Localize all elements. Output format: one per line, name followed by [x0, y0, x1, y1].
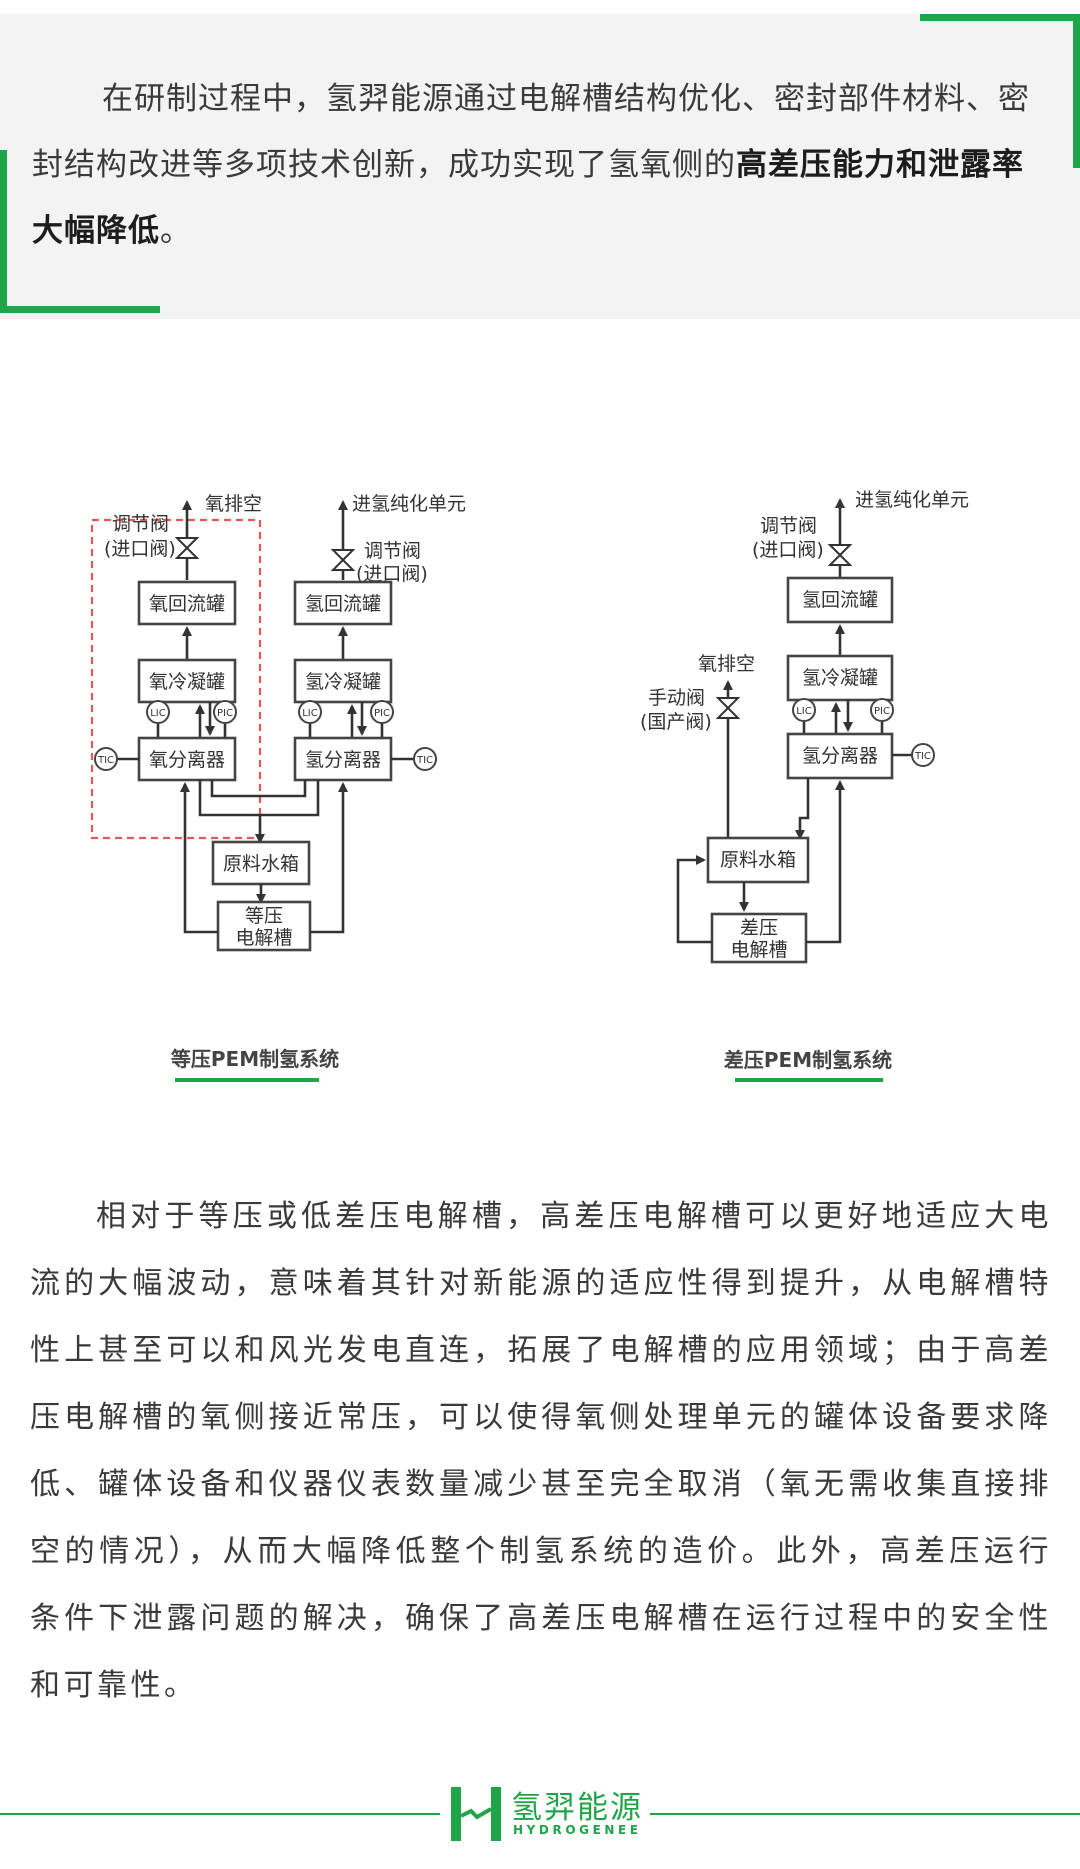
callout-text: 在研制过程中，氢羿能源通过电解槽结构优化、密封部件材料、密封结构改进等多项技术创… — [32, 66, 1052, 264]
oxygen-side-frame — [90, 518, 262, 840]
right-h2-valve-label-1: 调节阀 — [760, 515, 817, 537]
left-electrolyzer — [216, 900, 312, 952]
left-o2-tic-label: TIC — [97, 755, 114, 766]
right-pic-instrument — [870, 698, 894, 722]
left-o2-lic-label: LIC — [150, 708, 166, 719]
right-h2-condenser-label: 氢冷凝罐 — [802, 667, 878, 689]
electrolyzer-to-o2-separator — [180, 782, 218, 934]
h2-separator — [293, 736, 393, 782]
footer-line-right — [650, 1813, 1080, 1815]
right-pic-label: PIC — [874, 706, 890, 717]
right-manual-valve-label-2: (国产阀) — [640, 711, 712, 733]
left-diagram: 氧排空 调节阀 (进口阀) 氧回流罐 氧冷凝罐 LIC PIC 氧分离器 TIC… — [90, 493, 466, 952]
brand-logo-icon — [451, 1787, 501, 1841]
right-electrolyzer-to-h2-separator — [806, 780, 845, 944]
electrolyzer-to-h2-separator — [310, 782, 348, 934]
callout-corner-top-right — [920, 14, 1080, 168]
left-h2-condenser-label: 氢冷凝罐 — [305, 671, 381, 693]
left-diagram-caption: 等压PEM制氢系统 — [170, 1047, 340, 1071]
h2-tic-instrument — [413, 747, 437, 771]
right-tic-label: TIC — [914, 751, 931, 762]
manual-valve-icon — [715, 697, 741, 719]
footer-brand-en: HYDROGENEE — [513, 1823, 642, 1837]
left-electrolyzer-label-2: 电解槽 — [235, 927, 292, 949]
right-diagram: 进氢纯化单元 调节阀 (进口阀) 氢回流罐 氢冷凝罐 LIC PIC 氢分离器 … — [640, 489, 969, 964]
left-h2-lic-label: LIC — [302, 708, 318, 719]
right-electrolyzer-label-2: 电解槽 — [730, 939, 787, 961]
separator-link-upper — [210, 780, 307, 798]
right-separator-to-water-tank — [795, 778, 810, 840]
h2-control-valve-icon — [330, 549, 356, 571]
o2-control-valve-icon — [174, 537, 200, 559]
left-o2-condenser-label: 氧冷凝罐 — [149, 671, 225, 693]
callout-box — [0, 14, 1080, 319]
callout-text-end: 。 — [160, 213, 192, 249]
right-diagram-caption: 差压PEM制氢系统 — [723, 1048, 893, 1072]
right-lic-instrument — [792, 698, 816, 722]
right-o2-vent-label: 氧排空 — [698, 653, 755, 675]
h2-reflux-tank — [293, 580, 393, 626]
left-o2-valve-label-2: (进口阀) — [104, 538, 176, 560]
o2-condenser — [137, 658, 237, 704]
right-h2-separator — [786, 732, 894, 780]
left-water-tank-label: 原料水箱 — [223, 853, 299, 875]
right-water-tank — [706, 836, 810, 884]
right-h2-purification-label: 进氢纯化单元 — [855, 489, 969, 511]
right-lic-label: LIC — [796, 706, 812, 717]
left-o2-vent-label: 氧排空 — [205, 493, 262, 515]
left-o2-reflux-label: 氧回流罐 — [149, 593, 225, 615]
left-h2-pic-label: PIC — [374, 708, 390, 719]
left-o2-valve-label-1: 调节阀 — [112, 513, 169, 535]
right-tic-instrument — [911, 743, 935, 767]
callout-text-bold: 高差压能力和泄露率大幅降低 — [32, 147, 1024, 249]
right-manual-valve-label-1: 手动阀 — [648, 687, 705, 709]
o2-lic-instrument — [146, 700, 170, 724]
h2-condenser — [293, 658, 393, 704]
left-h2-separator-label: 氢分离器 — [305, 749, 381, 771]
left-h2-valve-label-2: (进口阀) — [356, 563, 428, 585]
pem-system-diagrams: 氧排空 调节阀 (进口阀) 氧回流罐 氧冷凝罐 LIC PIC 氧分离器 TIC… — [90, 489, 969, 964]
right-water-tank-label: 原料水箱 — [720, 849, 796, 871]
footer-line-left — [0, 1813, 440, 1815]
right-h2-reflux-label: 氢回流罐 — [802, 589, 878, 611]
left-h2-purification-label: 进氢纯化单元 — [352, 493, 466, 515]
callout-text-normal: 在研制过程中，氢羿能源通过电解槽结构优化、密封部件材料、密封结构改进等多项技术创… — [32, 81, 1030, 183]
left-h2-reflux-label: 氢回流罐 — [305, 593, 381, 615]
left-o2-separator-label: 氧分离器 — [149, 749, 225, 771]
o2-tic-instrument — [94, 747, 118, 771]
o2-reflux-tank — [137, 580, 237, 626]
left-h2-tic-label: TIC — [416, 755, 433, 766]
right-caption-underline — [735, 1078, 883, 1082]
right-h2-separator-label: 氢分离器 — [802, 745, 878, 767]
h2-lic-instrument — [298, 700, 322, 724]
callout-corner-bottom-left — [0, 150, 160, 313]
left-h2-valve-label-1: 调节阀 — [364, 540, 421, 562]
right-h2-valve-label-2: (进口阀) — [752, 539, 824, 561]
right-electrolyzer — [710, 912, 808, 964]
left-electrolyzer-label-1: 等压 — [245, 905, 283, 927]
right-h2-reflux-tank — [786, 576, 894, 624]
right-h2-control-valve-icon — [827, 544, 853, 566]
right-electrolyzer-o2-loop — [676, 855, 712, 944]
o2-pic-instrument — [213, 700, 237, 724]
h2-pic-instrument — [370, 700, 394, 724]
left-o2-pic-label: PIC — [217, 708, 233, 719]
footer-brand-cn: 氢羿能源 — [511, 1790, 643, 1826]
right-electrolyzer-label-1: 差压 — [740, 917, 778, 939]
right-h2-condenser — [786, 654, 894, 702]
left-caption-underline — [175, 1078, 319, 1082]
body-paragraph: 相对于等压或低差压电解槽，高差压电解槽可以更好地适应大电流的大幅波动，意味着其针… — [30, 1199, 1052, 1703]
